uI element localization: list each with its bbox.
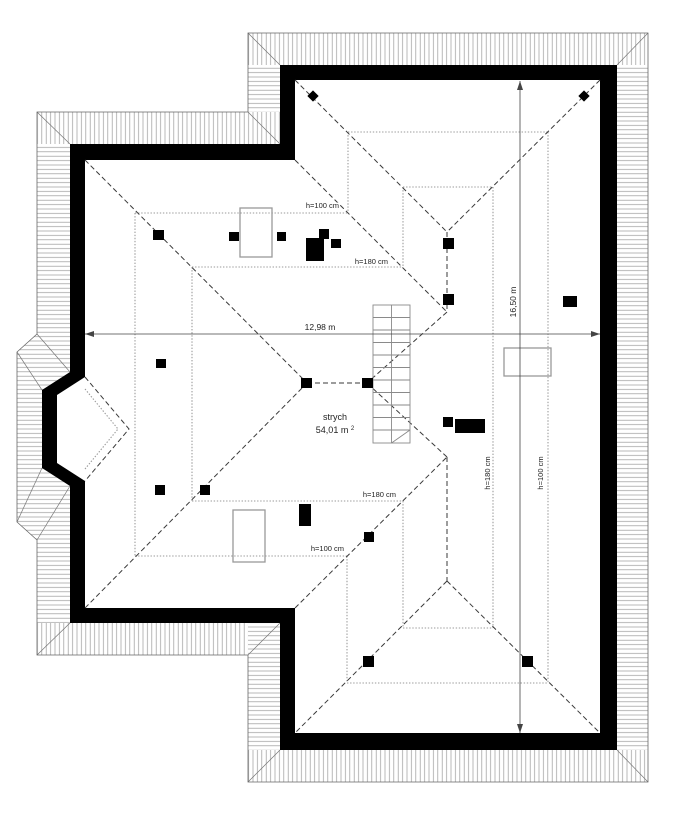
stair-break-line [391,429,411,444]
post [200,485,210,495]
roof-windows [232,207,552,563]
post [319,229,329,239]
chimney-right [563,296,577,307]
eaves-outline [16,32,649,783]
chimney-center [455,419,485,433]
length-dimension [517,81,523,733]
hip-post [363,656,374,667]
ridge-post [443,294,454,305]
roof-edge-lines [84,79,601,734]
post [155,485,165,495]
post [156,359,166,368]
post [443,417,453,427]
eaves-band-top-left-wing [37,112,280,144]
post [364,532,374,542]
height-label-right-h100: h=100 cm [536,456,545,489]
room-name-label: strych [323,412,347,422]
roof-window-bottom [232,509,266,563]
roof-window-right [503,347,552,377]
arrow-left-icon [85,331,94,337]
valley-mid-lower [366,382,448,458]
height-label-upper-h180: h=180 cm [355,257,388,266]
eaves-band-bottom-left-wing [37,623,248,655]
ridge-post [301,378,312,388]
room-area-label: 54,01 m 2 [316,425,355,435]
hip-top-right [446,79,601,233]
hip-left-upper [84,159,308,384]
eaves-corner-miters [16,32,649,783]
height-label-upper-h100: h=100 cm [306,201,339,210]
room-area-value: 54,01 m [316,425,349,435]
post [277,232,286,241]
width-dimension [85,331,600,337]
height-label-lower-h100: h=100 cm [311,544,344,553]
post [153,230,164,240]
arrow-up-icon [517,81,523,90]
length-dimension-label: 16,50 m [508,287,518,318]
post [229,232,239,241]
arrow-down-icon [517,724,523,733]
eaves-band-bottom [248,750,648,782]
chimney-top [306,238,324,261]
height-label-lower-h180: h=180 cm [363,490,396,499]
hip-post [522,656,533,667]
arrow-right-icon [591,331,600,337]
room-area-superscript: 2 [351,426,355,432]
chimneys-and-posts [153,90,590,667]
eaves-hatching [16,32,649,783]
eaves-band-top [248,33,648,65]
chimney-bottom [299,504,311,526]
ridge-post [443,238,454,249]
ridge-post [362,378,373,388]
hip-top-left [294,79,448,233]
labels: h=100 cm h=180 cm h=180 cm h=100 cm h=18… [303,200,546,555]
roof-window-top [239,207,273,258]
hip-left-lower [84,382,308,609]
bay-roof-chevron [84,376,130,482]
height-contours [84,131,549,684]
staircase [372,304,411,444]
valley-upper [294,159,448,313]
post [331,239,341,248]
width-dimension-label: 12,98 m [305,322,336,332]
height-label-right-h180: h=180 cm [483,456,492,489]
valley-mid-upper [366,311,448,384]
